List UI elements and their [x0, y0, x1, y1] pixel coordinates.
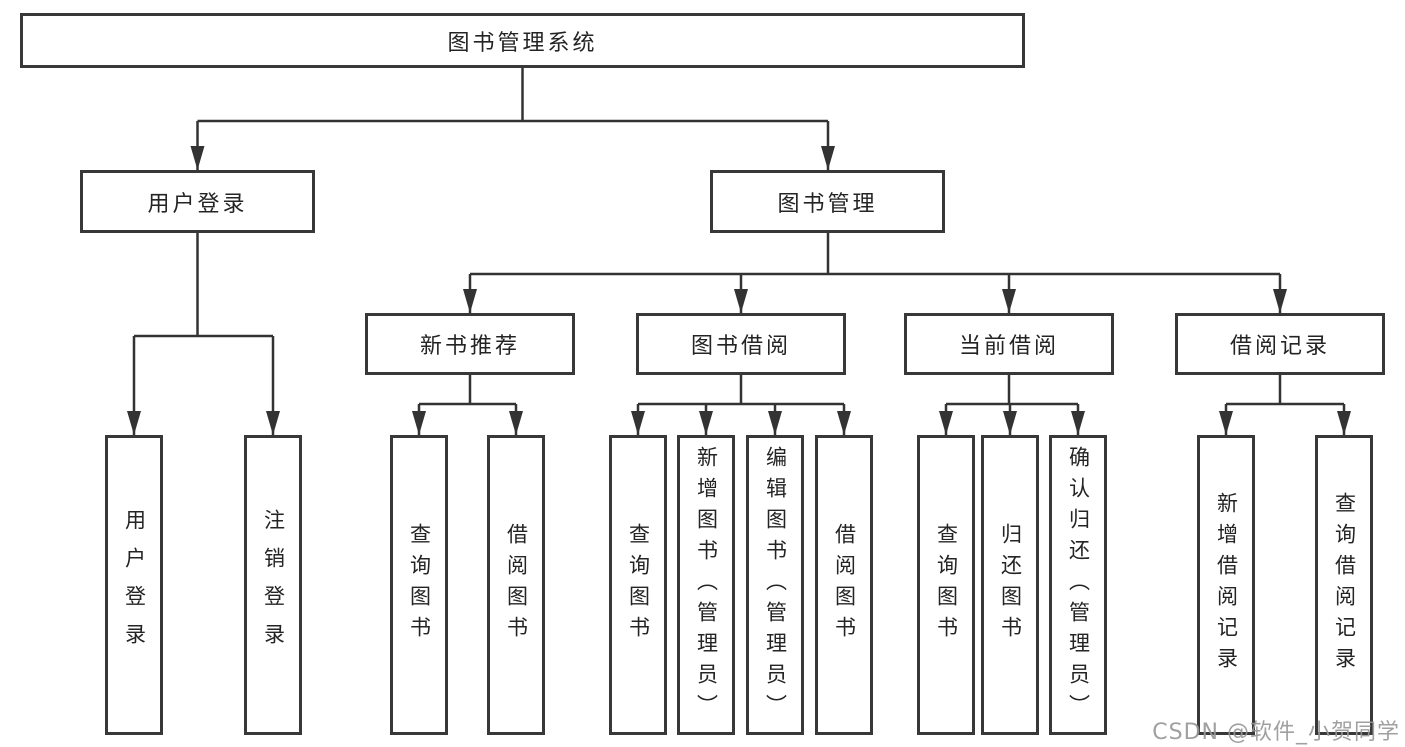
arrow-down-icon: [1273, 289, 1287, 313]
arrow-down-icon: [699, 411, 713, 435]
leaf-recommend-query-book: 查询图书: [390, 435, 448, 735]
node-borrow-record-label: 借阅记录: [1229, 334, 1330, 359]
leaf-user-login: 用户登录: [105, 435, 163, 735]
node-root: 图书管理系统: [20, 13, 1025, 68]
leaf-recommend-borrow-book: 借阅图书: [487, 435, 545, 735]
arrow-down-icon: [509, 411, 523, 435]
node-current-borrow: 当前借阅: [904, 313, 1114, 375]
arrow-down-icon: [412, 411, 426, 435]
leaf-add-book-admin: 新增图书（管理员）: [677, 435, 735, 735]
connector-book-mgmt-group: [468, 233, 1282, 313]
leaf-query-borrow-record-label: 查询借阅记录: [1332, 492, 1357, 678]
arrow-down-icon: [939, 411, 953, 435]
connector-user-login-group: [132, 233, 275, 435]
leaf-add-borrow-record-label: 新增借阅记录: [1214, 492, 1239, 678]
arrow-down-icon: [1003, 411, 1017, 435]
node-new-book-recommend: 新书推荐: [365, 313, 575, 375]
arrow-down-icon: [1337, 411, 1351, 435]
leaf-logout-label: 注销登录: [261, 509, 286, 661]
connector-book-borrow-group: [636, 375, 846, 435]
node-user-login: 用户登录: [80, 170, 315, 233]
arrow-down-icon: [190, 146, 205, 170]
node-book-management: 图书管理: [710, 170, 945, 233]
arrow-down-icon: [768, 411, 782, 435]
arrow-down-icon: [1071, 411, 1085, 435]
arrow-down-icon: [127, 411, 141, 435]
leaf-recommend-borrow-book-label: 借阅图书: [504, 523, 529, 647]
connector-current-borrow-group: [944, 375, 1080, 435]
connector-new-book-rec-group: [417, 375, 518, 435]
node-book-borrow: 图书借阅: [636, 313, 846, 375]
leaf-confirm-return-admin-label: 确认归还（管理员）: [1066, 445, 1091, 725]
leaf-add-book-admin-label: 新增图书（管理员）: [694, 445, 719, 725]
arrow-down-icon: [631, 411, 645, 435]
node-book-management-label: 图书管理: [777, 191, 878, 217]
leaf-borrow-borrow-book-label: 借阅图书: [832, 523, 857, 647]
connector-root-to-branches: [196, 68, 830, 170]
arrow-down-icon: [1002, 289, 1016, 313]
leaf-borrow-query-book-label: 查询图书: [626, 523, 651, 647]
leaf-edit-book-admin-label: 编辑图书（管理员）: [763, 445, 788, 725]
leaf-logout: 注销登录: [244, 435, 302, 735]
leaf-return-book-label: 归还图书: [998, 523, 1023, 647]
leaf-confirm-return-admin: 确认归还（管理员）: [1049, 435, 1107, 735]
leaf-current-query-book-label: 查询图书: [934, 523, 959, 647]
arrow-down-icon: [266, 411, 280, 435]
leaf-recommend-query-book-label: 查询图书: [407, 523, 432, 647]
node-root-label: 图书管理系统: [447, 30, 598, 56]
leaf-borrow-query-book: 查询图书: [609, 435, 667, 735]
leaf-edit-book-admin: 编辑图书（管理员）: [746, 435, 804, 735]
connector-borrow-record-group: [1224, 375, 1346, 435]
arrow-down-icon: [734, 289, 748, 313]
leaf-return-book: 归还图书: [981, 435, 1039, 735]
csdn-watermark: CSDN @软件_小贺同学: [1152, 720, 1400, 745]
node-book-borrow-label: 图书借阅: [690, 334, 791, 359]
leaf-user-login-label: 用户登录: [122, 509, 147, 661]
arrow-down-icon: [821, 146, 835, 170]
arrow-down-icon: [463, 289, 477, 313]
leaf-current-query-book: 查询图书: [917, 435, 975, 735]
leaf-query-borrow-record: 查询借阅记录: [1315, 435, 1373, 735]
node-borrow-record: 借阅记录: [1175, 313, 1385, 375]
node-current-borrow-label: 当前借阅: [958, 334, 1059, 359]
leaf-add-borrow-record: 新增借阅记录: [1197, 435, 1255, 735]
node-new-book-recommend-label: 新书推荐: [419, 334, 520, 359]
leaf-borrow-borrow-book: 借阅图书: [815, 435, 873, 735]
arrow-down-icon: [837, 411, 851, 435]
node-user-login-label: 用户登录: [147, 191, 248, 217]
arrow-down-icon: [1219, 411, 1233, 435]
